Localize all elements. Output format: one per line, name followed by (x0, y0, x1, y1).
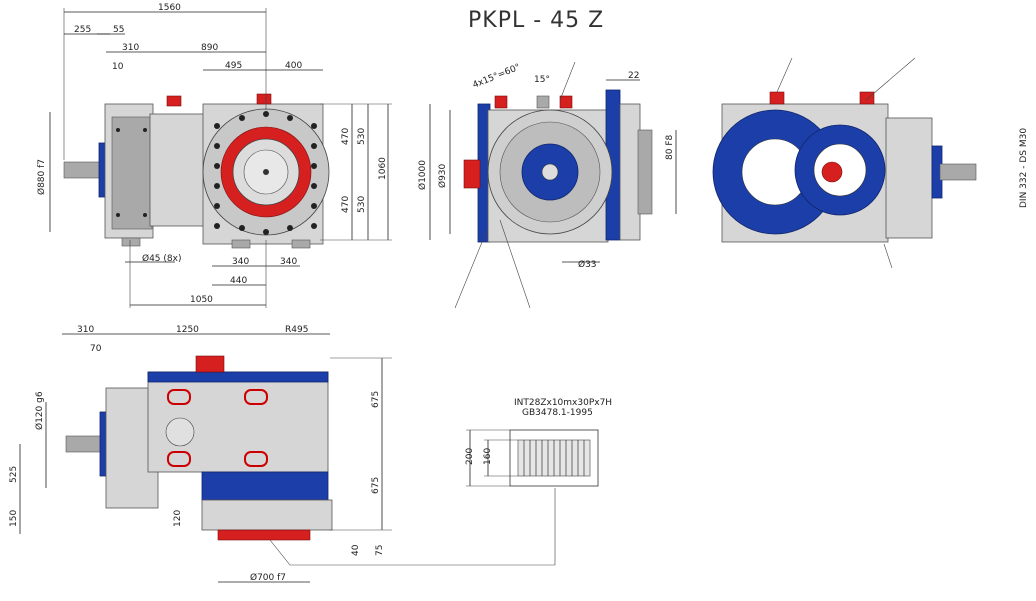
dim-33: Ø33 (578, 259, 597, 270)
front-view: 310 1250 R495 70 Ø120 g6 525 150 120 675… (9, 325, 556, 583)
spline-spec-2: GB3478.1-1995 (522, 408, 593, 418)
dim-1050: 1050 (190, 295, 213, 305)
spline-leader (269, 488, 556, 566)
lifting-lug-1 (166, 95, 182, 107)
dim-340-left: 340 (232, 257, 249, 267)
side-oil-gauge (463, 159, 481, 189)
dim-440: 440 (230, 276, 247, 286)
side-vent (536, 95, 550, 109)
dim-75: 75 (375, 545, 385, 556)
lifting-lug-2 (256, 93, 272, 105)
dim-10: 10 (112, 62, 124, 72)
spline-dim-200: 200 (465, 448, 475, 465)
dim-930: Ø930 (437, 163, 448, 188)
dim-55: 55 (113, 25, 124, 35)
dim-470-bottom: 470 (341, 196, 351, 213)
dim-r495: R495 (285, 325, 308, 335)
front-top-cap (195, 355, 225, 373)
back-shaft (939, 163, 977, 181)
dim-front-120: 120 (173, 510, 183, 527)
dim-1560: 1560 (158, 3, 181, 13)
front-lower-housing (201, 499, 333, 531)
left-plate (111, 116, 153, 230)
dim-400: 400 (285, 61, 302, 71)
foot-left (121, 237, 141, 247)
side-center (541, 163, 559, 181)
dim-890: 890 (201, 43, 218, 53)
front-lug-4 (244, 451, 268, 467)
side-output-shaft (637, 129, 653, 215)
dim-340-right: 340 (280, 257, 297, 267)
dim-530-bottom: 530 (357, 196, 367, 213)
input-shaft (63, 161, 103, 179)
top-view: 1560 255 55 310 890 495 400 10 Ø880 f7 4… (36, 3, 392, 308)
dim-22: 22 (628, 71, 639, 81)
side-end-cap (619, 103, 641, 241)
front-shaft (65, 435, 103, 453)
dim-675-top: 675 (371, 391, 381, 408)
foot-mid (231, 239, 251, 249)
dim-chamfer: 4x15°=60° (471, 63, 522, 91)
front-red-band (217, 529, 311, 541)
back-red-gauge (821, 161, 843, 183)
spline-detail: INT28Zx10mx30Px7H GB3478.1-1995 200 160 (465, 398, 612, 487)
dim-880: Ø880 f7 (36, 159, 47, 195)
front-lug-3 (167, 451, 191, 467)
din-label: DIN 332 - DS M30 (1019, 128, 1029, 208)
foot-right (291, 239, 311, 249)
dim-150: 150 (9, 510, 19, 527)
back-lug-2 (859, 91, 875, 105)
side-lug-2 (559, 95, 573, 109)
front-port (165, 417, 195, 447)
front-lug-1 (167, 389, 191, 405)
dim-530-top: 530 (357, 128, 367, 145)
dim-675-bottom: 675 (371, 477, 381, 494)
bolt-holes (116, 111, 317, 235)
dim-470-top: 470 (341, 128, 351, 145)
spline-dim-160: 160 (483, 448, 493, 465)
dim-120-g6: Ø120 g6 (34, 391, 45, 430)
dim-front-70: 70 (90, 344, 102, 354)
drawing-title: PKPL - 45 Z (468, 8, 604, 33)
dim-1060: 1060 (378, 157, 388, 180)
dim-front-1250: 1250 (176, 325, 199, 335)
side-view: 4x15°=60° 15° 22 Ø1000 Ø930 80 F8 Ø33 (417, 61, 677, 309)
dim-525: 525 (9, 466, 19, 483)
dim-40: 40 (351, 544, 361, 556)
dim-310: 310 (122, 43, 139, 53)
dim-80-f8: 80 F8 (665, 135, 675, 160)
mid-housing (149, 113, 207, 227)
back-right-housing (885, 117, 933, 239)
back-view: DIN 332 - DS M30 (712, 57, 1029, 269)
dim-15-deg: 15° (534, 75, 550, 85)
spline-teeth (523, 440, 585, 476)
side-lug-1 (494, 95, 508, 109)
dim-495: 495 (225, 61, 242, 71)
front-blue-base (201, 471, 329, 501)
spline-spec-1: INT28Zx10mx30Px7H (514, 398, 612, 408)
dim-45-8x: Ø45 (8x) (142, 253, 181, 264)
dim-1000: Ø1000 (417, 160, 428, 190)
center-mark (263, 169, 269, 175)
dim-255: 255 (74, 25, 91, 35)
front-top-band (147, 371, 329, 383)
dim-front-310: 310 (77, 325, 94, 335)
back-lug-1 (769, 91, 785, 105)
dim-700-f7: Ø700 f7 (250, 572, 286, 583)
front-lug-2 (244, 389, 268, 405)
